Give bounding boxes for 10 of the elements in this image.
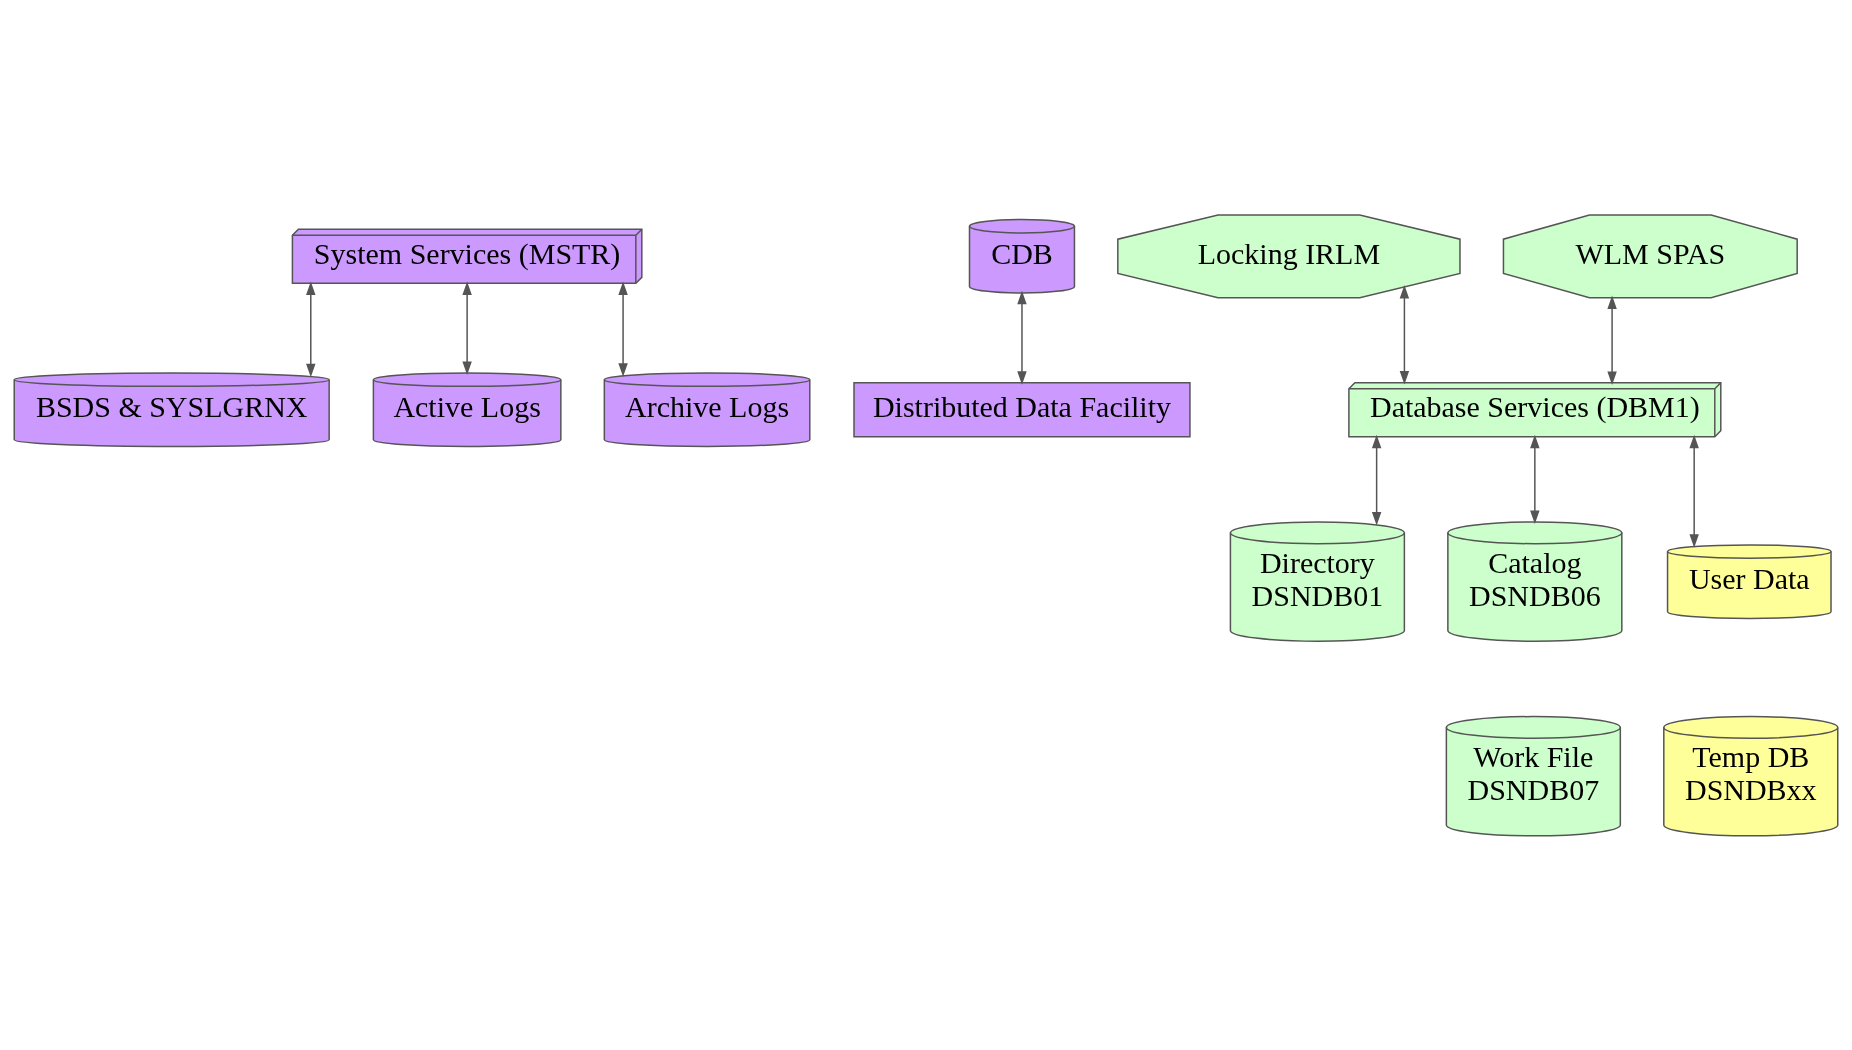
arrow — [1017, 290, 1027, 385]
arrow — [1371, 434, 1382, 525]
node-box: Distributed Data Facility — [853, 381, 1191, 437]
arrow — [1607, 295, 1617, 385]
arrow — [462, 281, 472, 375]
arrow — [1399, 284, 1410, 385]
arrow — [1689, 434, 1699, 548]
arrow — [618, 281, 628, 377]
arrow — [1530, 434, 1540, 524]
arrow — [306, 281, 316, 377]
